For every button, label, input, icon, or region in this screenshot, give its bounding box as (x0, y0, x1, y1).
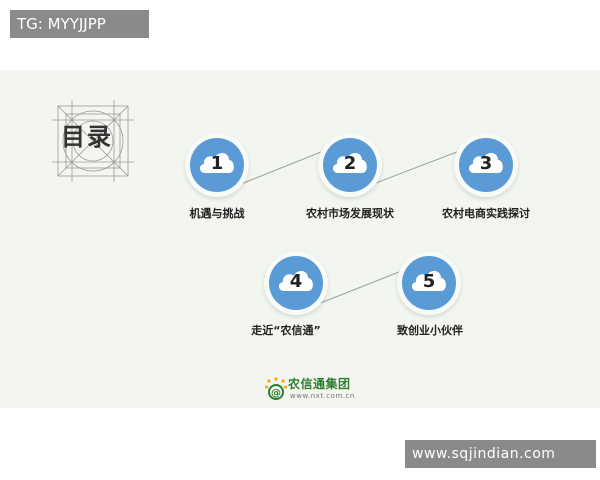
watermark-bottom: www.sqjindian.com (405, 440, 596, 468)
toc-title: 目录 (61, 123, 113, 151)
logo-name: 农信通集团 (288, 377, 351, 391)
grid-frame-icon (52, 100, 134, 182)
step-3[interactable]: 3 (454, 133, 518, 197)
company-logo: @ 农信通集团 www.nxt.com.cn (264, 376, 364, 404)
connector-2-3 (367, 149, 463, 187)
step-label: 走近“农信通” (251, 324, 321, 337)
step-label: 致创业小伙伴 (397, 324, 463, 337)
step-label: 农村电商实践探讨 (442, 207, 530, 220)
logo-url: www.nxt.com.cn (290, 392, 355, 400)
svg-text:@: @ (271, 388, 281, 399)
step-2[interactable]: 2 (318, 133, 382, 197)
watermark-top: TG: MYYJJPP (10, 10, 149, 38)
step-label: 机遇与挑战 (189, 207, 245, 220)
step-4[interactable]: 4 (264, 251, 328, 315)
cloud-icon (411, 270, 446, 291)
connector-4-5 (317, 269, 405, 305)
cloud-icon (332, 152, 367, 173)
step-number: 3 (479, 153, 493, 174)
toc-block: 目录 (52, 100, 134, 182)
step-5[interactable]: 5 (397, 251, 461, 315)
connector-1-2 (235, 149, 327, 187)
step-label: 农村市场发展现状 (306, 207, 394, 220)
cloud-icon (199, 152, 234, 173)
step-number: 5 (422, 271, 436, 292)
sun-at-logo-icon: @ (264, 377, 288, 400)
step-number: 1 (210, 153, 224, 174)
step-1[interactable]: 1 (185, 133, 249, 197)
cloud-icon (468, 152, 503, 173)
slide (0, 70, 600, 408)
step-number: 4 (289, 271, 303, 292)
step-number: 2 (343, 153, 357, 174)
cloud-icon (278, 270, 313, 291)
